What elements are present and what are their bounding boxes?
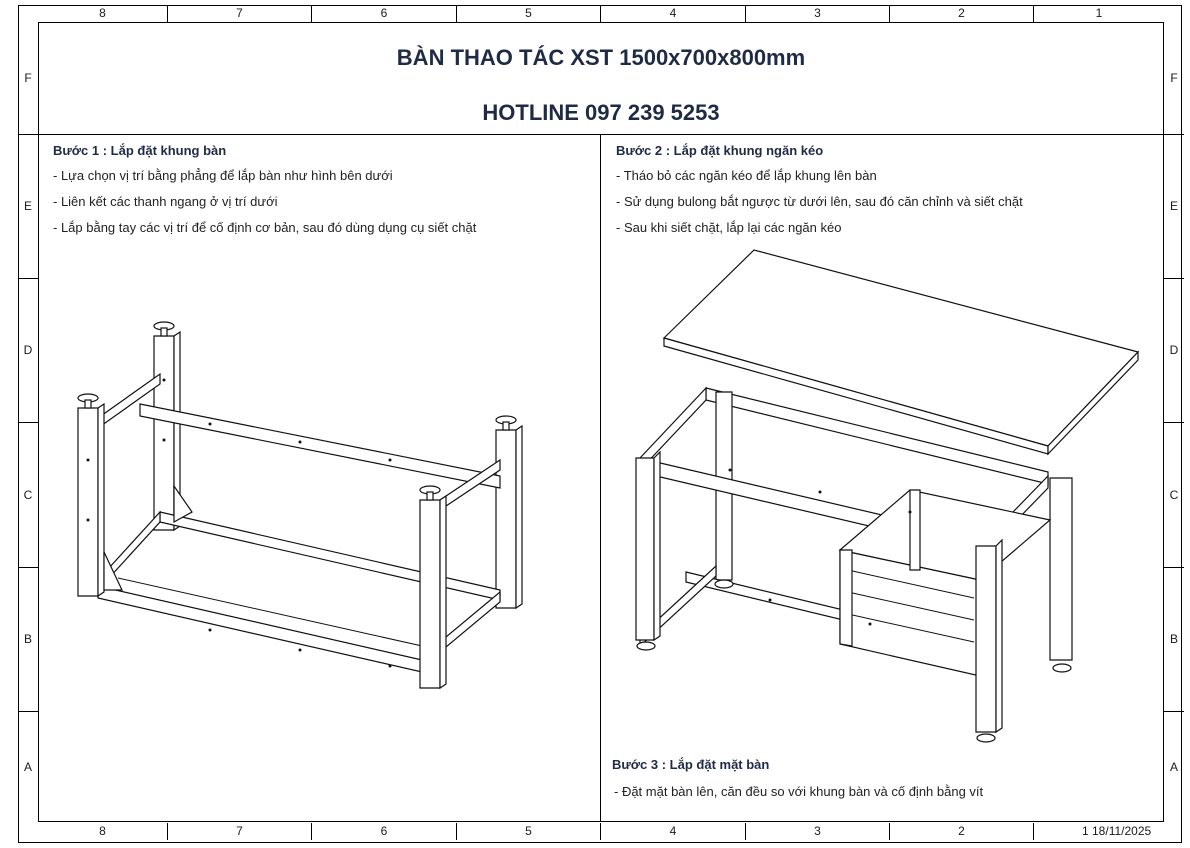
step-2-line: - Sau khi siết chặt, lắp lại các ngăn ké… (616, 220, 842, 235)
leveling-foot (495, 415, 517, 431)
zone-col-2: 2 (890, 5, 1034, 22)
step-3-line: - Đặt mặt bàn lên, căn đều so với khung … (614, 784, 984, 799)
hotline: HOTLINE 097 239 5253 (482, 100, 720, 125)
frame-leg (495, 429, 517, 609)
zone-row-c: C (23, 488, 33, 502)
zone-col-5: 5 (457, 5, 601, 22)
step-1-line: - Lựa chọn vị trí bằng phẳng để lắp bàn … (53, 168, 393, 183)
frame-leg (419, 499, 441, 689)
table-frame-illustration (77, 321, 523, 690)
zone-tick (18, 278, 38, 279)
table-top (662, 249, 1140, 456)
workbench-assembly-illustration (635, 249, 1140, 743)
frame-leg (153, 335, 175, 531)
zone-tick (1164, 422, 1184, 423)
step-2-line: - Tháo bỏ các ngăn kéo để lắp khung lên … (616, 168, 877, 183)
zone-col-3: 3 (746, 823, 890, 840)
sheet-date: 1 18/11/2025 (1082, 824, 1152, 838)
zone-tick (1164, 134, 1184, 135)
zone-row-a: A (23, 760, 32, 774)
step-1-line: - Liên kết các thanh ngang ở vị trí dưới (53, 194, 278, 209)
zone-col-1: 1 (1095, 6, 1103, 20)
zone-markers-top: 8 7 6 5 4 3 2 1 (38, 5, 1164, 22)
zone-col-4: 4 (601, 823, 746, 840)
zone-tick (18, 567, 38, 568)
step-2-line: - Sử dụng bulong bắt ngược từ dưới lên, … (616, 194, 1023, 209)
frame-rail (139, 403, 501, 489)
zone-tick (1164, 711, 1184, 712)
step-1-heading: Bước 1 : Lắp đặt khung bàn (53, 143, 227, 158)
frame-leg (653, 450, 661, 642)
frame-leg (439, 494, 447, 690)
zone-col-2: 2 (890, 823, 1034, 840)
page-title: BÀN THAO TÁC XST 1500x700x800mm (396, 45, 806, 70)
leveling-foot (77, 393, 99, 409)
frame-bracket (173, 484, 193, 524)
zone-tick (1164, 567, 1184, 568)
frame-leg (515, 424, 523, 610)
zone-col-8: 8 (38, 5, 168, 22)
leveling-foot (419, 485, 441, 501)
zone-col-4: 4 (601, 5, 746, 22)
zone-row-d: D (23, 343, 33, 357)
zone-col-5: 5 (457, 823, 601, 840)
zone-col-6: 6 (312, 823, 457, 840)
frame-leg (77, 407, 99, 597)
zone-row-b: B (23, 632, 32, 646)
frame-leg (97, 402, 105, 598)
leveling-foot (1052, 663, 1072, 673)
zone-row-f: F (1170, 71, 1178, 85)
zone-tick (18, 711, 38, 712)
leveling-foot (714, 579, 734, 589)
drawing-border-inner (38, 22, 1164, 822)
step-1-line: - Lắp bằng tay các vị trí để cố định cơ … (53, 220, 477, 235)
zone-row-f: F (24, 71, 32, 85)
zone-markers-bottom: 8 7 6 5 4 3 2 (38, 823, 1164, 840)
step-2-heading: Bước 2 : Lắp đặt khung ngăn kéo (616, 143, 824, 158)
zone-row-e: E (23, 199, 32, 213)
zone-row-d: D (1169, 343, 1179, 357)
zone-tick (1164, 278, 1184, 279)
frame-rail (439, 590, 501, 654)
frame-edge (117, 577, 441, 651)
zone-tick (18, 422, 38, 423)
leveling-foot (153, 321, 175, 337)
zone-row-a: A (1169, 760, 1178, 774)
header-divider (38, 134, 1164, 135)
frame-rail (97, 585, 423, 673)
frame-leg (975, 545, 997, 733)
zone-row-c: C (1169, 488, 1179, 502)
frame-rail (159, 511, 501, 601)
zone-col-7: 7 (168, 823, 312, 840)
frame-leg (635, 457, 655, 641)
zone-tick (18, 134, 38, 135)
column-divider (600, 134, 601, 822)
frame-rail (97, 372, 161, 430)
leveling-foot (636, 641, 656, 651)
frame-bracket (103, 551, 123, 591)
frame-leg (995, 538, 1003, 734)
frame-leg (1049, 477, 1073, 661)
zone-col-7: 7 (168, 5, 312, 22)
zone-col-8: 8 (38, 823, 168, 840)
leveling-foot (976, 733, 996, 743)
step-3-heading: Bước 3 : Lắp đặt mặt bàn (612, 757, 770, 772)
zone-row-e: E (1169, 199, 1178, 213)
zone-col-6: 6 (312, 5, 457, 22)
zone-col-3: 3 (746, 5, 890, 22)
zone-row-b: B (1169, 632, 1178, 646)
